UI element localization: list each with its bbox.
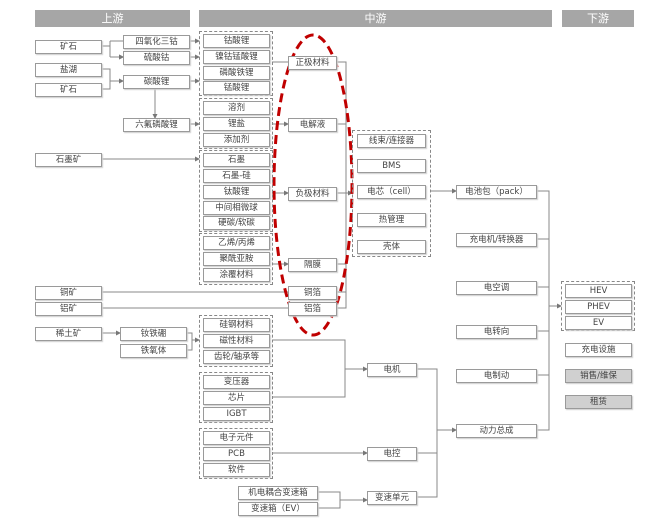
node-transmission: 变速单元 <box>367 491 417 505</box>
node-charging: 充电设施 <box>565 343 632 357</box>
node-thermal: 热管理 <box>357 213 426 227</box>
node-powertrain: 动力总成 <box>456 424 537 438</box>
node-salt-lake: 盐湖 <box>35 63 102 77</box>
node-material: 聚酰亚胺 <box>203 252 270 266</box>
node-hev: HEV <box>565 284 632 298</box>
node-ferrite: 铁氧体 <box>120 344 187 358</box>
header-downstream: 下游 <box>562 10 634 27</box>
node-phev: PHEV <box>565 300 632 314</box>
group-control <box>199 428 273 479</box>
group-battery-cell <box>352 130 431 257</box>
node-electrolyte: 电解液 <box>288 118 337 132</box>
node-material: 石墨-硅 <box>203 169 270 183</box>
group-cathode <box>199 31 273 96</box>
node-material: 中间相微球 <box>203 201 270 215</box>
node-ev: EV <box>565 316 632 330</box>
group-separator <box>199 233 273 285</box>
node-charger: 充电机/转换器 <box>456 233 537 247</box>
node-aluminum-ore: 铝矿 <box>35 302 102 316</box>
node-lipf6: 六氟磷酸锂 <box>123 118 190 132</box>
node-separator: 隔膜 <box>288 258 337 272</box>
node-rare-earth: 稀土矿 <box>35 327 102 341</box>
node-material: 软件 <box>203 463 270 477</box>
node-e-ac: 电空调 <box>456 281 537 295</box>
node-material: 涂覆材料 <box>203 268 270 282</box>
node-ore: 矿石 <box>35 40 102 54</box>
node-housing: 壳体 <box>357 240 426 254</box>
node-controller: 电控 <box>367 447 417 461</box>
group-electrolyte <box>199 98 273 149</box>
node-material: 镍钴锰酸锂 <box>203 50 270 64</box>
node-cell: 电芯（cell） <box>357 185 426 199</box>
group-anode <box>199 150 273 232</box>
node-material: 钴酸锂 <box>203 34 270 48</box>
group-motor-materials <box>199 315 273 367</box>
group-power-electronics <box>199 372 273 423</box>
node-bms: BMS <box>357 159 426 173</box>
node-motor: 电机 <box>367 363 417 377</box>
node-e-brake: 电制动 <box>456 369 537 383</box>
node-copper-ore: 铜矿 <box>35 286 102 300</box>
node-material: 变压器 <box>203 375 270 389</box>
node-material: 电子元件 <box>203 431 270 445</box>
node-harness: 线束/连接器 <box>357 134 426 148</box>
node-cobalt-oxide: 四氧化三钴 <box>123 35 190 49</box>
node-sales: 销售/维保 <box>565 369 632 383</box>
node-material: 溶剂 <box>203 101 270 115</box>
node-hybrid-gearbox: 机电耦合变速箱 <box>238 486 318 500</box>
node-ev-gearbox: 变速箱（EV） <box>238 502 318 516</box>
node-material: 锂盐 <box>203 117 270 131</box>
node-cathode: 正极材料 <box>288 56 337 70</box>
node-material: 芯片 <box>203 391 270 405</box>
node-material: 添加剂 <box>203 133 270 147</box>
node-material: 钛酸锂 <box>203 185 270 199</box>
node-material: 乙烯/丙烯 <box>203 236 270 250</box>
node-graphite-ore: 石墨矿 <box>35 153 102 167</box>
node-e-steering: 电转向 <box>456 325 537 339</box>
group-vehicles <box>561 281 635 331</box>
node-material: PCB <box>203 447 270 461</box>
node-lithium-carbonate: 碳酸锂 <box>123 75 190 89</box>
node-battery-pack: 电池包（pack） <box>456 185 537 199</box>
node-aluminum-foil: 铝箔 <box>288 302 337 316</box>
node-material: 齿轮/轴承等 <box>203 350 270 364</box>
header-midstream: 中游 <box>199 10 552 27</box>
node-cobalt-sulfate: 硫酸钴 <box>123 51 190 65</box>
node-material: IGBT <box>203 407 270 421</box>
node-material: 磷酸铁锂 <box>203 66 270 80</box>
node-anode: 负极材料 <box>288 187 337 201</box>
node-rental: 租赁 <box>565 395 632 409</box>
node-material: 硬碳/软碳 <box>203 216 270 230</box>
node-material: 锰酸锂 <box>203 81 270 95</box>
node-ndfeb: 钕铁硼 <box>120 327 187 341</box>
node-material: 石墨 <box>203 153 270 167</box>
header-upstream: 上游 <box>35 10 190 27</box>
node-ore: 矿石 <box>35 83 102 97</box>
node-material: 硅钢材料 <box>203 318 270 332</box>
node-material: 磁性材料 <box>203 334 270 348</box>
node-copper-foil: 铜箔 <box>288 286 337 300</box>
